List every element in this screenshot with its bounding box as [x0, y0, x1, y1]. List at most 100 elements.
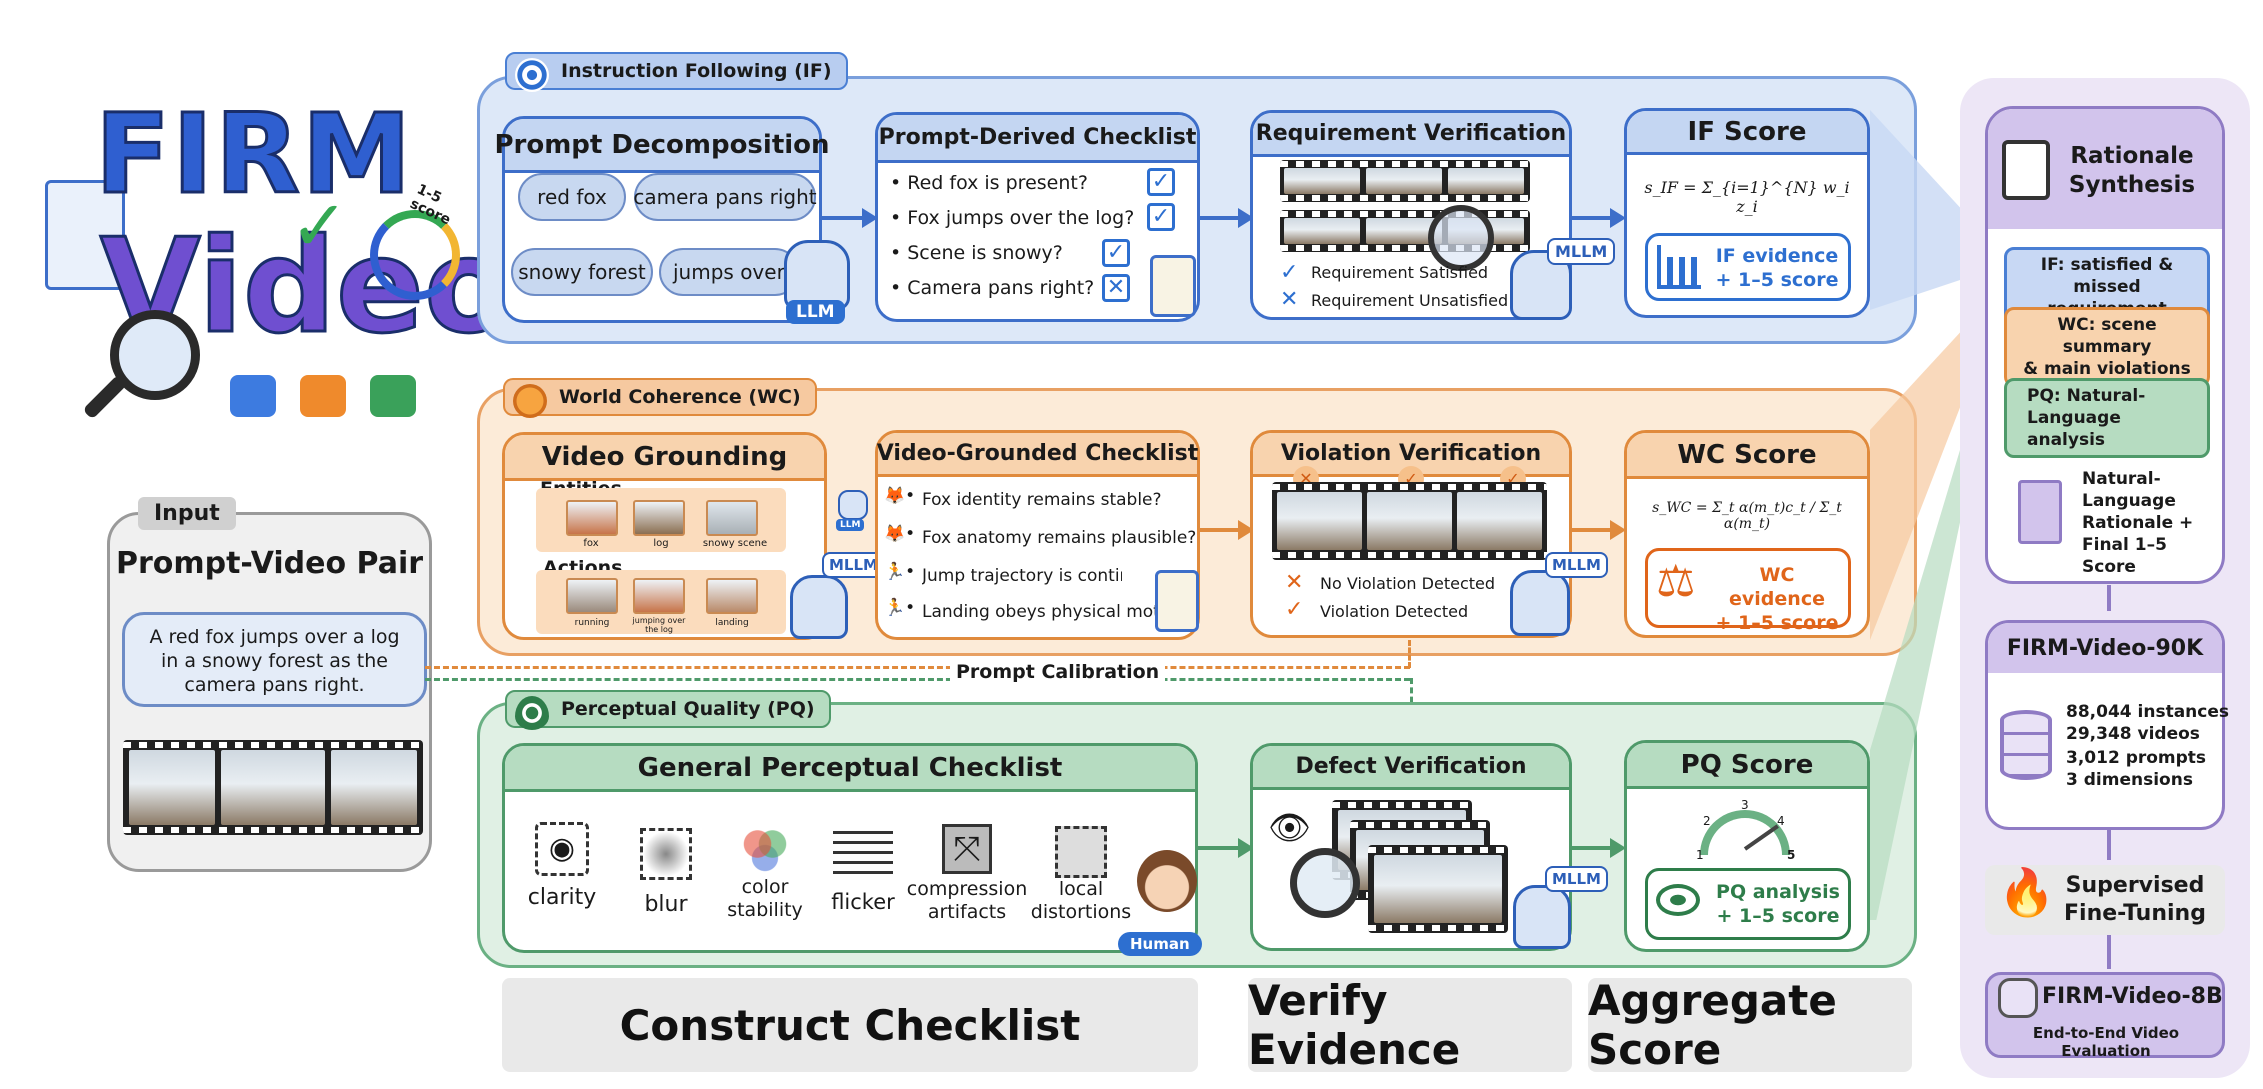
- sft-label: Supervised Fine-Tuning: [2064, 873, 2206, 926]
- pill-camera-pans: camera pans right: [633, 173, 817, 221]
- wc-bullet-1: 🦊•: [884, 486, 916, 506]
- bar-chart-icon: [1657, 245, 1701, 289]
- video-grounding-title: Video Grounding: [505, 435, 824, 481]
- pq-item-blur: blur: [644, 892, 688, 917]
- clipboard-icon: [1150, 255, 1196, 317]
- entity-fox: fox: [583, 538, 599, 549]
- if-tag: Instruction Following (IF): [505, 52, 848, 92]
- sft-box: [1985, 865, 2225, 935]
- logo: FIRM Video ✓ 1-5 score: [40, 89, 515, 430]
- entity-thumb-1: [566, 500, 618, 536]
- if-checkbox-1: ✓: [1147, 168, 1175, 196]
- color-stability-icon: [740, 824, 790, 874]
- violation-label: Violation Detected: [1320, 602, 1469, 621]
- if-check-item-4: • Camera pans right?: [890, 277, 1095, 299]
- arrow-pq-1: [1198, 838, 1254, 858]
- stat-videos: 29,348 videos: [2066, 724, 2200, 744]
- calibration-line-2: [425, 678, 1410, 681]
- requirement-satisfied-label: Requirement Satisfied: [1311, 263, 1489, 282]
- dataset-card: FIRM-Video-90K: [1985, 620, 2225, 830]
- wc-tag: World Coherence (WC): [503, 378, 817, 418]
- if-evidence-text: IF evidence + 1–5 score: [1715, 245, 1839, 291]
- no-violation-label: No Violation Detected: [1320, 574, 1496, 593]
- arrow-down-3: [2107, 935, 2111, 969]
- logo-wc-badge-icon: [300, 375, 346, 417]
- entity-thumb-3: [706, 500, 758, 536]
- pq-evidence-text: PQ analysis + 1–5 score: [1716, 881, 1840, 927]
- if-magnifier-icon: [1428, 205, 1494, 271]
- arrow-if-3: [1572, 208, 1626, 228]
- model-robot-icon: [1998, 978, 2038, 1018]
- gauge-tick-3: 3: [1741, 798, 1749, 812]
- wc-mllm-badge-1: MLLM: [822, 552, 885, 578]
- rationale-pq: PQ: Natural- Language analysis: [2004, 378, 2210, 458]
- flame-icon: 🔥: [1998, 865, 2056, 919]
- footer-construct-checklist: Construct Checklist: [502, 978, 1198, 1072]
- logo-gauge-icon: [370, 210, 460, 300]
- model-subtitle: End-to-End Video Evaluation: [2032, 1024, 2180, 1060]
- blur-icon: [640, 828, 692, 880]
- action-thumb-3: [706, 578, 758, 614]
- action-thumb-1: [566, 578, 618, 614]
- wc-bullet-3: 🏃•: [884, 562, 916, 582]
- wc-mllm-robot-icon-1: [790, 575, 848, 639]
- calibration-line-up: [1408, 640, 1411, 668]
- if-score-formula: s_IF = Σ_{i=1}^{N} w_i z_i: [1644, 178, 1850, 216]
- human-badge: Human: [1118, 932, 1202, 956]
- entity-thumb-2: [633, 500, 685, 536]
- pq-evidence-box: [1645, 868, 1851, 940]
- calibration-line-1: [425, 666, 1410, 669]
- wc-bullet-4: 🏃•: [884, 598, 916, 618]
- arrow-wc-1: [1200, 520, 1254, 540]
- entity-log: log: [653, 538, 669, 549]
- if-check-item-1: • Red fox is present?: [890, 172, 1088, 194]
- model-name: FIRM-Video-8B: [2042, 984, 2223, 1009]
- llm-robot-icon: [784, 240, 850, 310]
- defect-magnifier-icon: [1290, 848, 1360, 918]
- action-running: running: [574, 618, 610, 628]
- wc-film-strip: [1272, 482, 1547, 560]
- pq-tag: Perceptual Quality (PQ): [505, 690, 831, 730]
- scale-icon: ⚖: [1656, 556, 1696, 607]
- input-prompt-bubble: A red fox jumps over a log in a snowy fo…: [122, 612, 427, 707]
- prompt-derived-checklist-title: Prompt-Derived Checklist: [878, 115, 1197, 163]
- arrow-wc-2: [1572, 520, 1626, 540]
- dataset-title: FIRM-Video-90K: [1988, 623, 2222, 673]
- video-grounded-checklist-title: Video-Grounded Checklist: [877, 433, 1198, 477]
- pq-mllm-badge: MLLM: [1545, 866, 1608, 892]
- stat-dimensions: 3 dimensions: [2066, 770, 2193, 790]
- unsatisfied-x-icon: ✕: [1280, 287, 1299, 312]
- wc-check-item-2: Fox anatomy remains plausible?: [922, 528, 1197, 548]
- input-title: Prompt-Video Pair: [115, 546, 424, 581]
- pq-item-clarity: clarity: [527, 885, 597, 910]
- arrow-pq-2: [1572, 838, 1626, 858]
- database-icon: [2000, 710, 2052, 780]
- pq-item-compression: compression artifacts: [906, 878, 1028, 923]
- pq-item-color-stability: color stability: [727, 876, 803, 921]
- logo-pq-badge-icon: [370, 375, 416, 417]
- llm-badge: LLM: [786, 300, 845, 324]
- if-check-item-2: • Fox jumps over the log?: [890, 207, 1135, 229]
- stat-instances: 88,044 instances: [2066, 702, 2229, 722]
- clarity-eye-icon: ◉: [535, 822, 589, 876]
- logo-if-badge-icon: [230, 375, 276, 417]
- pill-jumps-over: jumps over a: [659, 248, 799, 296]
- wc-score-card: WC Score: [1624, 430, 1870, 638]
- document-pen-icon: [2002, 140, 2050, 200]
- requirement-unsatisfied-label: Requirement Unsatisfied: [1311, 291, 1509, 310]
- action-landing: landing: [715, 618, 749, 628]
- wc-check-item-3: Jump trajectory is continuous?: [922, 566, 1122, 586]
- arrow-if-1: [822, 208, 878, 228]
- logo-docs-icon: [45, 180, 125, 290]
- arrow-down-1: [2107, 585, 2111, 611]
- wc-score-title: WC Score: [1627, 433, 1867, 479]
- wc-evidence-box: [1645, 548, 1851, 628]
- pq-mllm-robot-icon: [1513, 885, 1571, 949]
- if-check-item-3: • Scene is snowy?: [890, 242, 1063, 264]
- wc-mllm-robot-icon-2: [1510, 570, 1570, 636]
- logo-magnifier-handle: [82, 374, 128, 420]
- pq-tag-label: Perceptual Quality (PQ): [561, 698, 815, 720]
- action-thumb-2: [633, 578, 685, 614]
- local-distortions-icon: [1055, 826, 1107, 878]
- pill-snowy-forest: snowy forest: [511, 248, 653, 296]
